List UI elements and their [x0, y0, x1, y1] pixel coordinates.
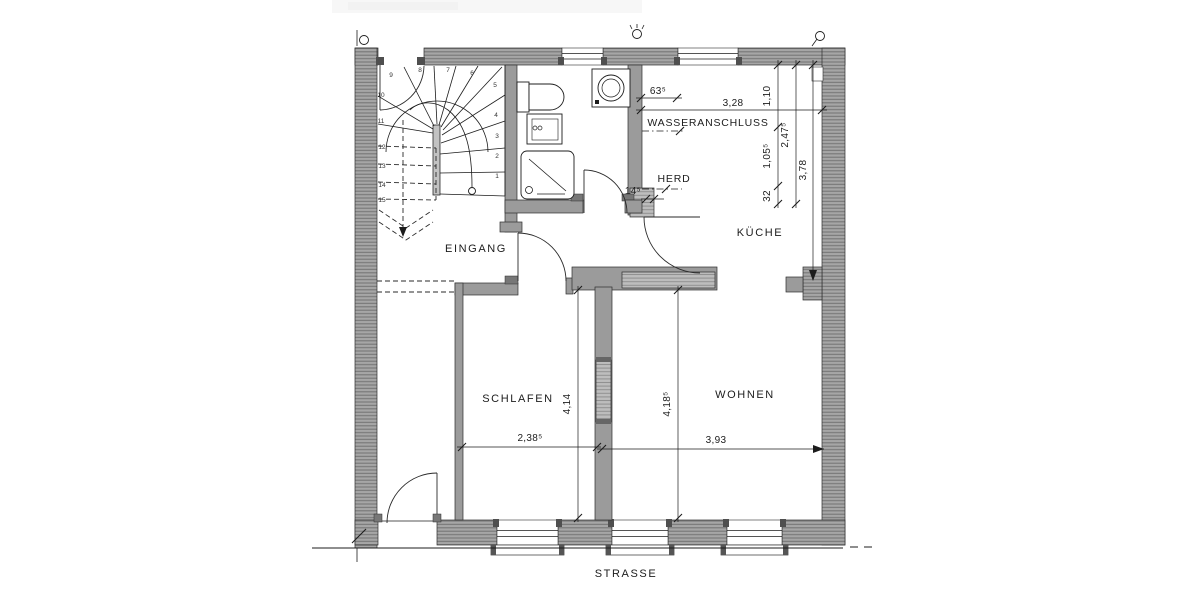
street-label: STRASSE — [595, 568, 658, 580]
step-number: 13 — [378, 163, 386, 170]
dim-water-offset: 63⁵ — [636, 86, 682, 103]
wohnen-window-2 — [720, 519, 789, 556]
stair-steps-lower — [377, 65, 506, 197]
step-number: 10 — [377, 92, 385, 99]
back-door — [379, 65, 425, 111]
bathroom-fixtures — [516, 68, 631, 200]
dim-label: 2,47⁵ — [780, 122, 791, 147]
step-number: 5 — [493, 82, 497, 89]
dim-label: 32 — [762, 190, 773, 202]
dim-door-jamb: 14⁵ — [625, 186, 664, 204]
scan-artifact — [332, 0, 642, 13]
dim-label: 1,10 — [762, 86, 773, 107]
stair-newel-post — [432, 124, 441, 196]
dim-label: 3,93 — [706, 435, 727, 446]
doors — [373, 65, 701, 524]
dim-label: 2,38⁵ — [517, 433, 542, 444]
room-label-schlafen: SCHLAFEN — [482, 393, 553, 405]
dim-label: 4,18⁵ — [662, 391, 673, 416]
shower — [520, 150, 575, 200]
ground-line — [312, 528, 872, 562]
dim-kitchen-width: 3,28 — [636, 98, 827, 115]
dimensions: 63⁵ 3,28 14⁵ 1,10 1,05⁵ 32 — [457, 60, 827, 523]
schlafen-window — [490, 519, 565, 556]
wohnen-window-1 — [605, 519, 675, 556]
beam-dashed-lines — [377, 280, 456, 293]
toilet — [516, 81, 565, 113]
step-number: 6 — [470, 70, 474, 77]
back-door-jamb-right — [417, 57, 425, 65]
kitchen-door — [643, 216, 701, 274]
chimney — [785, 266, 823, 301]
back-door-jamb-left — [376, 57, 384, 65]
step-number: 7 — [446, 67, 450, 74]
exterior-walls — [354, 47, 846, 549]
step-number: 14 — [378, 182, 386, 189]
dim-label: 4,14 — [562, 394, 573, 415]
room-label-wohnen: WOHNEN — [715, 389, 775, 401]
section-marker-top-right — [811, 31, 825, 47]
section-markers — [312, 24, 872, 562]
entrance-door — [373, 472, 442, 524]
step-number: 15 — [378, 197, 386, 204]
room-label-eingang: EINGANG — [445, 243, 507, 255]
step-number: 3 — [495, 133, 499, 140]
step-number: 4 — [494, 112, 498, 119]
staircase: 1 2 3 4 5 6 7 8 9 10 11 12 13 14 15 — [377, 65, 506, 241]
schlafen-door — [517, 232, 567, 282]
kitchen-window — [674, 47, 742, 66]
section-marker-top-left — [356, 30, 369, 46]
bathroom-door — [583, 169, 628, 214]
herd-label: HERD — [658, 173, 691, 185]
section-marker-top-middle — [629, 24, 645, 39]
sink — [526, 113, 563, 145]
step-number: 12 — [378, 144, 386, 151]
stair-curved-stringer — [385, 100, 489, 153]
step-number: 8 — [418, 67, 422, 74]
dim-wohnen-depth: 4,18⁵ — [662, 285, 683, 523]
bathroom-window — [558, 47, 607, 66]
room-labels: EINGANG KÜCHE SCHLAFEN WOHNEN STRASSE — [445, 227, 784, 580]
stair-step-numbers: 1 2 3 4 5 6 7 8 9 10 11 12 13 14 15 — [377, 67, 499, 204]
dim-label: 1,05⁵ — [762, 143, 773, 168]
wasseranschluss-label: WASSERANSCHLUSS — [647, 117, 768, 129]
stair-steps-upper-dashed — [377, 145, 437, 241]
dim-label: 3,28 — [723, 98, 744, 109]
dim-schlafen-depth: 4,14 — [562, 285, 583, 523]
dim-label: 14⁵ — [625, 186, 641, 197]
dim-kitchen-depth: 3,78 — [798, 60, 818, 281]
step-number: 9 — [389, 72, 393, 79]
washing-machine — [591, 68, 631, 108]
dim-chain-right-mid: 2,47⁵ — [780, 60, 801, 209]
dim-label: 3,78 — [798, 160, 809, 181]
dim-chain-right-inner: 1,10 1,05⁵ 32 — [762, 60, 783, 209]
windows — [376, 47, 789, 556]
dim-label: 63⁵ — [650, 86, 666, 97]
room-label-kueche: KÜCHE — [737, 227, 784, 239]
dim-schlafen-width: 2,38⁵ — [457, 433, 602, 452]
step-number: 1 — [495, 173, 499, 180]
step-number: 11 — [378, 118, 385, 125]
stair-walking-line — [399, 102, 476, 237]
wall-notch — [811, 66, 824, 82]
kitchen-annotations: WASSERANSCHLUSS HERD — [642, 117, 768, 194]
dim-wohnen-width: 3,93 — [597, 435, 824, 454]
step-number: 2 — [495, 153, 499, 160]
